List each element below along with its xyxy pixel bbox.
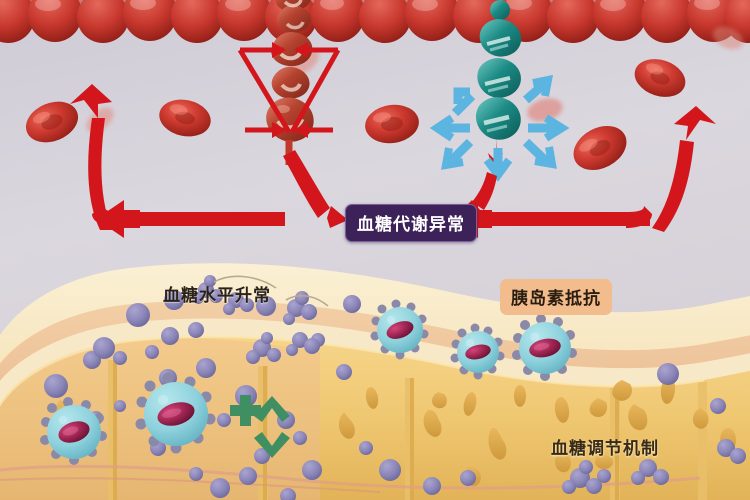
tissue-cell (40, 397, 107, 465)
tissue-cells (40, 299, 577, 465)
insulin-molecular-chain (475, 0, 522, 175)
tissue-cell (135, 372, 216, 454)
glucose-arrow-heads (272, 42, 308, 138)
insulin-signal-arrows (429, 74, 570, 182)
glucose-granules (44, 275, 746, 500)
blood-flow-arrows (70, 84, 716, 238)
label-glucose-regulation-mechanism: 血糖调节机制 (551, 439, 659, 458)
plus-marker (230, 395, 261, 426)
granule-clusters (192, 275, 746, 494)
label-abnormal-glucose-metabolism: 血糖代谢异常 (345, 204, 477, 242)
signal-markers (230, 395, 290, 458)
tissue-cell (370, 299, 429, 360)
zigzag-marker (254, 432, 290, 458)
label-glucose-level: 血糖水平升常 (163, 286, 271, 305)
zigzag-marker (254, 396, 290, 422)
label-insulin-resistance: 胰岛素抵抗 (500, 279, 612, 315)
tissue-cell (512, 314, 577, 381)
tissue-cell (450, 323, 505, 380)
